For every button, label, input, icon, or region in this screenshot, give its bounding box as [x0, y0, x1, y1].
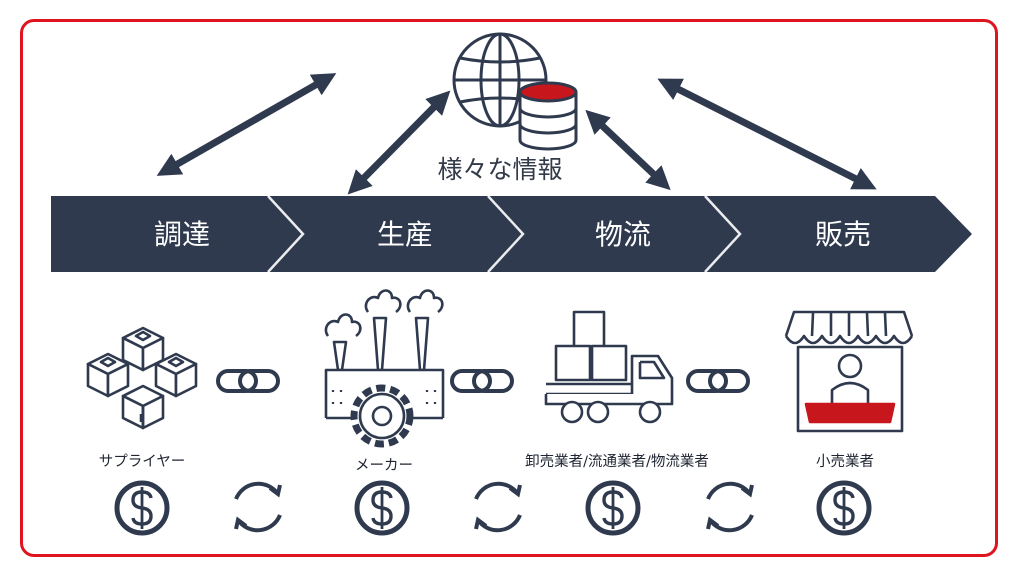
chevron-sales [705, 196, 972, 272]
dollar-coin-icon [816, 480, 872, 536]
delivery-truck-icon [544, 310, 674, 424]
exchange-cycle-icon [706, 481, 754, 533]
chevron-procurement [51, 196, 303, 272]
chain-link-icon [450, 369, 514, 393]
exchange-cycle-icon [474, 481, 522, 533]
globe-database-icon [452, 32, 578, 151]
chevron-production [268, 196, 523, 272]
factory-icon [324, 289, 445, 448]
arrow-production-info [347, 90, 451, 195]
dollar-coin-icon [354, 480, 410, 536]
gear-icon [350, 384, 414, 448]
stage-label-sales: 販売 [815, 218, 871, 251]
stage-label-production: 生産 [377, 218, 433, 251]
outer-frame [20, 19, 998, 557]
exchange-cycle-icon [234, 481, 282, 533]
actor-label-manufacturer: メーカー [355, 458, 413, 474]
stage-label-procurement: 調達 [154, 218, 210, 251]
store-icon [784, 310, 914, 433]
dollar-coin-icon [114, 480, 170, 536]
arrow-logistics-info [585, 109, 671, 191]
actor-label-retailer: 小売業者 [816, 453, 874, 470]
boxes-icon [86, 326, 198, 430]
chain-link-icon [216, 369, 280, 393]
stage-label-logistics: 物流 [595, 218, 651, 251]
dollar-coin-icon [585, 480, 641, 536]
process-chevron-band: 調達 生産 物流 販売 [51, 195, 972, 273]
chain-link-icon [686, 369, 750, 393]
chevron-logistics [488, 196, 740, 272]
actor-label-supplier: サプライヤー [99, 453, 186, 470]
info-hub-label: 様々な情報 [437, 155, 562, 184]
actor-label-wholesaler: 卸売業者/流通業者/物流業者 [525, 453, 709, 470]
info-flow-arrows [156, 73, 877, 195]
arrow-sales-info [657, 78, 877, 190]
arrow-procurement-info [156, 73, 337, 176]
